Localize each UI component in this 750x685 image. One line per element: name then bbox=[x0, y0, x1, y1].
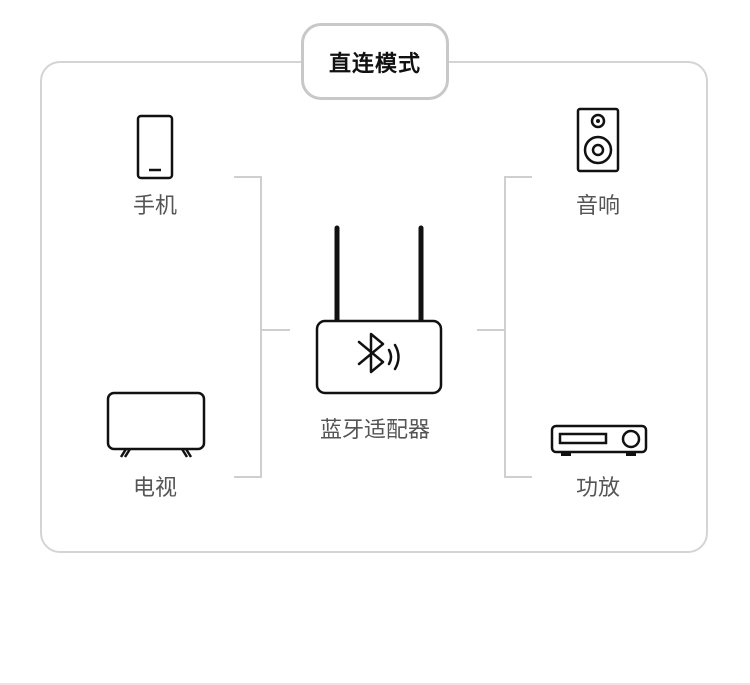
phone-label: 手机 bbox=[132, 194, 177, 219]
speaker-icon bbox=[576, 107, 620, 173]
speaker-label: 音响 bbox=[575, 194, 620, 219]
right-bracket bbox=[504, 176, 532, 478]
bluetooth-adapter-icon bbox=[315, 225, 443, 395]
amplifier-icon bbox=[550, 424, 648, 456]
amplifier-label: 功放 bbox=[575, 476, 620, 501]
tv-icon bbox=[106, 391, 206, 458]
phone-icon bbox=[136, 114, 174, 180]
adapter-label: 蓝牙适配器 bbox=[319, 418, 430, 443]
tv-label: 电视 bbox=[132, 476, 177, 501]
bluetooth-icon bbox=[357, 332, 385, 374]
bottom-divider bbox=[0, 683, 750, 685]
left-bracket bbox=[234, 176, 262, 478]
diagram-title: 直连模式 bbox=[301, 23, 449, 100]
